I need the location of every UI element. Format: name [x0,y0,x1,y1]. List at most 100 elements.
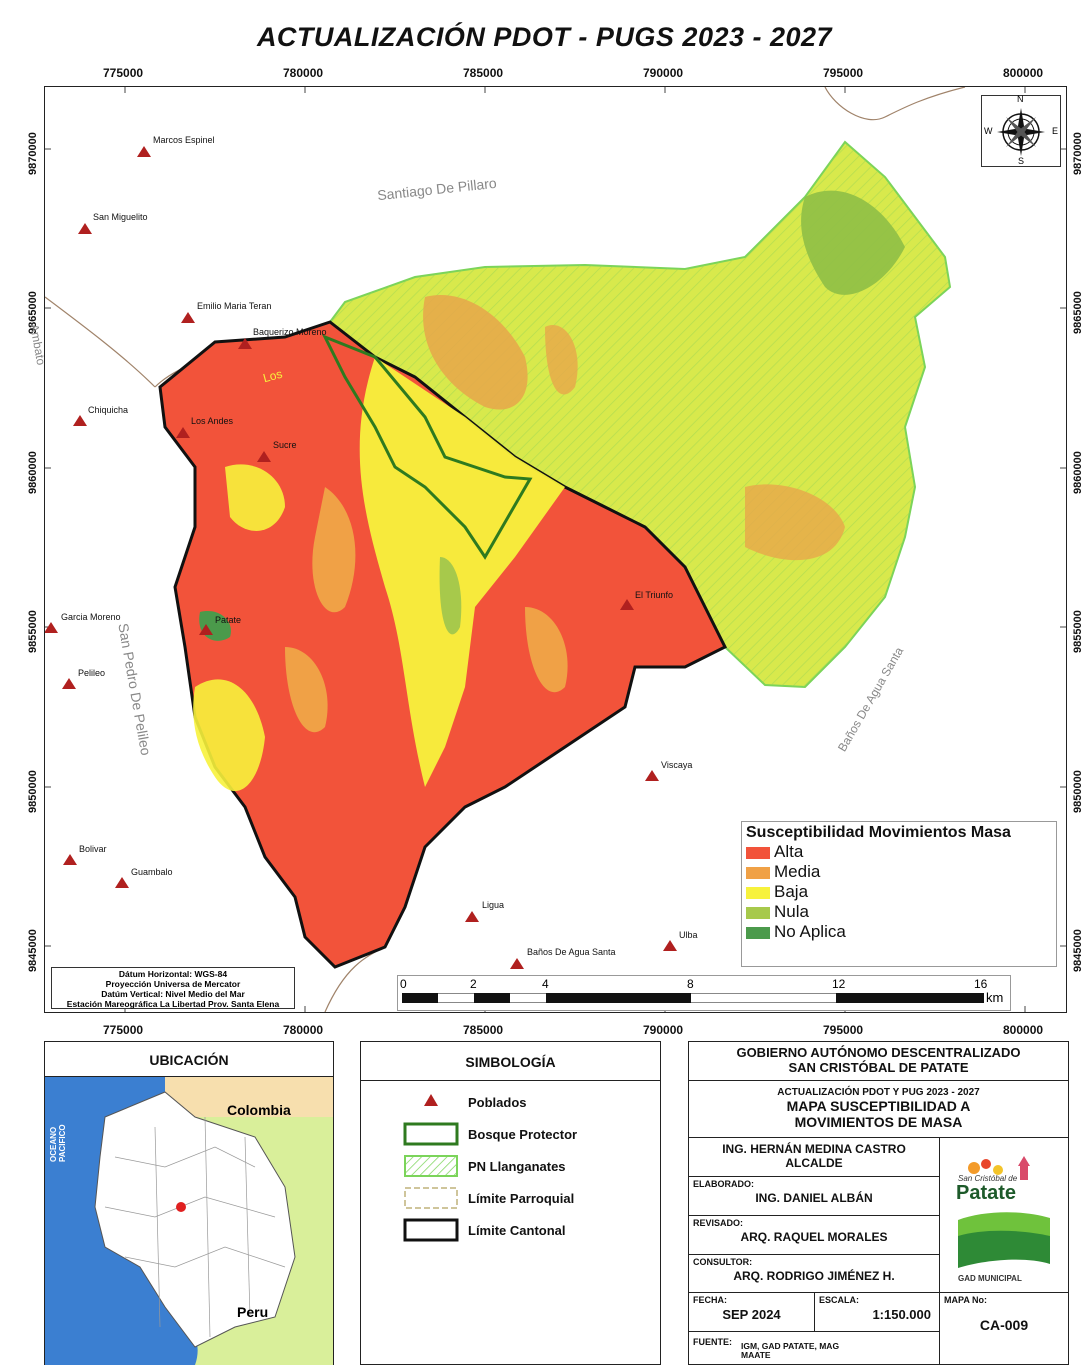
x-tick-top: 790000 [643,66,684,80]
y-tick-left: 9850000 [27,770,39,813]
logo-sub: GAD MUNICIPAL [958,1274,1022,1283]
poblado-label: Sucre [273,440,297,450]
alcalde-role: ALCALDE [785,1156,843,1170]
x-tick-bottom: 775000 [103,1023,144,1037]
poblado-label: Viscaya [661,760,693,770]
poblado-label: Chiquicha [88,405,129,415]
legend-swatch [746,926,770,939]
patate-location-marker [176,1202,186,1212]
limite-parroquial-symbol-icon [404,1187,458,1209]
legend-item: Nula [746,902,1052,922]
x-tick-bottom: 785000 [463,1023,504,1037]
y-tick-left: 9860000 [27,451,39,494]
gobierno-name: GOBIERNO AUTÓNOMO DESCENTRALIZADO [736,1045,1021,1060]
revisado-label: REVISADO: [693,1218,744,1228]
scale-unit: km [986,990,1004,1005]
poblado-label: Baños De Agua Santa [527,947,616,957]
media-patch [285,647,328,733]
legend-title: Susceptibilidad Movimientos Masa [746,824,1011,841]
fuente-line2: MAATE [741,1350,771,1360]
logo-script: San Cristóbal de [958,1174,1018,1183]
canton-name: SAN CRISTÓBAL DE PATATE [788,1060,969,1075]
poblado-label: San Miguelito [93,212,148,222]
west-label: W [984,126,993,136]
poblado-label: Pelileo [78,668,106,678]
simbologia-item: Límite Parroquial [468,1191,575,1206]
legend-item: Baja [746,882,1052,902]
pn-llanganates-symbol-icon [404,1155,458,1177]
legend-swatch [746,866,770,879]
legend-swatch [746,906,770,919]
legend-swatch [746,846,770,859]
escala-value: 1:150.000 [872,1307,931,1322]
revisado-name: ARQ. RAQUEL MORALES [740,1230,888,1244]
scale-bar-graphic [402,993,984,1003]
legend-item: Alta [746,842,1052,862]
map-title: ACTUALIZACIÓN PDOT - PUGS 2023 - 2027 [256,22,833,52]
y-tick-right: 9855000 [1072,610,1084,653]
y-tick-left: 9855000 [27,610,39,653]
poblado-symbol-icon [424,1094,438,1106]
cantonal-boundaries [45,87,966,1012]
poblado-label: Baquerizo Moreno [253,327,327,337]
north-label: N [1017,94,1024,104]
baja-area [225,464,285,531]
elaborado-block: ELABORADO: ING. DANIEL ALBÁN [689,1177,940,1216]
legend-label: Nula [774,902,809,921]
nula-patch [439,557,462,635]
simbologia-item: Límite Cantonal [468,1223,566,1238]
baja-area [193,679,265,792]
simbologia-item: Bosque Protector [468,1127,578,1142]
simbologia-item: Poblados [468,1095,527,1110]
media-patch [423,295,528,410]
legend-label: Baja [774,882,809,901]
media-patch [312,487,356,613]
south-label: S [1018,156,1025,166]
logo-block: San Cristóbal de Patate GAD MUNICIPAL [940,1138,1068,1293]
media-patch [745,484,845,561]
scale-tick: 12 [832,977,846,991]
poblado-label: Emilio Maria Teran [197,301,272,311]
bosque-protector-symbol-icon [403,1122,459,1146]
fecha-block: FECHA: SEP 2024 [689,1293,815,1332]
map-title-block: ACTUALIZACIÓN PDOT Y PUG 2023 - 2027 MAP… [689,1081,1068,1138]
poblado-label: Guambalo [131,867,173,877]
y-tick-right: 9860000 [1072,451,1084,494]
revisado-block: REVISADO: ARQ. RAQUEL MORALES [689,1216,940,1255]
location-map [45,1077,333,1365]
fuente-label: FUENTE: [693,1337,732,1347]
colombia-label: Colombia [227,1102,291,1118]
scale-tick: 0 [400,977,407,991]
map-canvas [45,87,1066,1012]
patate-logo-icon [958,1156,1050,1268]
datum-line: Datúm Vertical: Nivel Medio del Mar [101,989,245,999]
mapa-no-block: MAPA No: CA-009 [940,1293,1068,1364]
baja-area [359,357,565,787]
media-patch [525,607,568,693]
y-tick-right: 9845000 [1072,929,1084,972]
datum-line: Dátum Horizontal: WGS-84 [118,969,228,979]
map-frame: Marcos Espinel San Miguelito Emilio Mari… [27,86,1067,1013]
nula-patch [801,190,905,295]
limite-cantonal-symbol-icon [403,1218,459,1242]
gobierno-header: GOBIERNO AUTÓNOMO DESCENTRALIZADO SAN CR… [689,1042,1068,1081]
media-patch [545,325,578,395]
alcalde-name: ING. HERNÁN MEDINA CASTRO [722,1142,906,1156]
poblado-label: El Triunfo [635,590,674,600]
mapa-no-label: MAPA No: [944,1295,987,1305]
datum-line: Estación Mareográfica La Libertad Prov. … [66,999,280,1009]
simbologia-title: SIMBOLOGÍA [361,1042,660,1081]
scale-bar: 0 2 4 8 12 16 km [397,975,1011,1011]
x-tick-top: 795000 [823,66,864,80]
datum-box: Dátum Horizontal: WGS-84 Proyección Univ… [51,967,295,1009]
ubicacion-panel: UBICACIÓN Colombia Peru OCEANO PACIFICO [44,1041,334,1365]
consultor-name: ARQ. RODRIGO JIMÉNEZ H. [733,1269,895,1283]
escala-label: ESCALA: [819,1295,859,1305]
simbologia-symbols [403,1094,459,1242]
actualizacion-label: ACTUALIZACIÓN PDOT Y PUG 2023 - 2027 [777,1087,980,1098]
y-tick-left: 9870000 [27,132,39,175]
escala-block: ESCALA: 1:150.000 [815,1293,940,1332]
fuente-line1: IGM, GAD PATATE, MAG [741,1341,840,1351]
x-tick-top: 775000 [103,66,144,80]
